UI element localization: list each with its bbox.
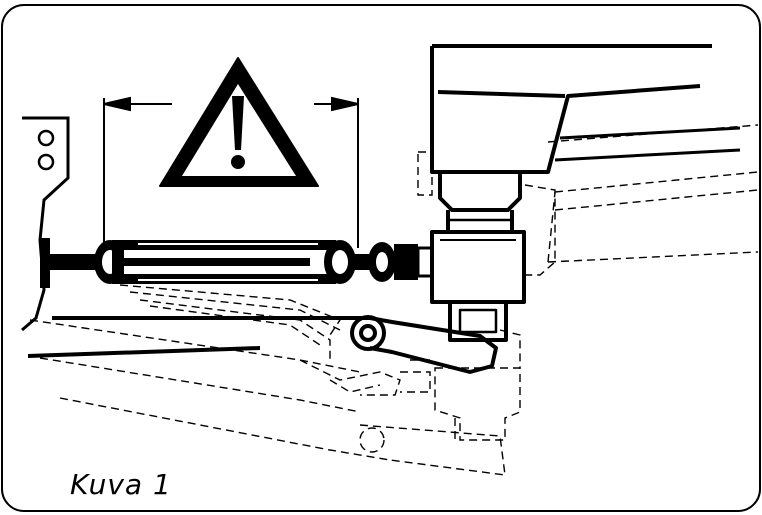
top-link-turnbuckle [40,238,434,288]
figure-caption: Kuva 1 [70,468,172,501]
tractor-axle-housing [430,44,741,342]
figure-border [1,4,761,512]
warning-triangle-icon [159,57,319,187]
left-arrow-icon [103,96,131,112]
lower-link-arm [27,315,498,374]
right-arrow-icon [331,96,359,112]
dimension-indicator [103,96,359,248]
alternate-position-dashed [29,124,759,476]
tractor-mount-bracket [21,116,70,332]
